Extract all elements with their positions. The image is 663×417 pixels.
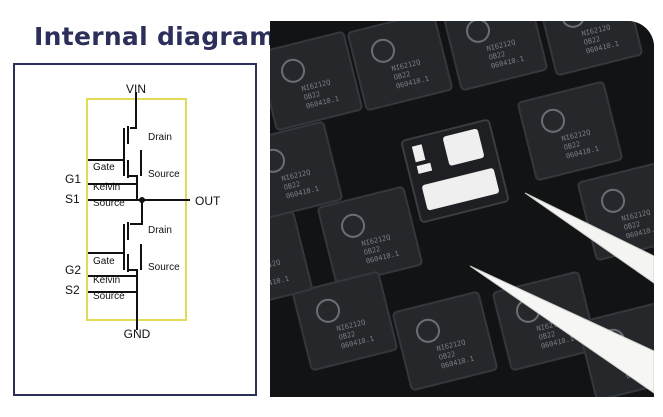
pin-g2-label: G2: [65, 263, 81, 277]
logo-icon: [541, 108, 566, 133]
chip-marking-text: OB22: [563, 140, 581, 152]
chip-marking-text: OB22: [363, 245, 381, 257]
chip-marking-text: OB22: [488, 50, 506, 62]
chip-grid: NI6212QOB22060410.1NI6212QOB22060410.1NI…: [270, 21, 654, 397]
logo-icon: [561, 21, 586, 28]
out-node: [139, 197, 145, 203]
chip-marking-text: OB22: [583, 35, 601, 47]
exposed-pad-package: [401, 119, 509, 223]
upper-source-label: Source: [93, 198, 125, 209]
lower-gate-label: Gate: [93, 256, 115, 267]
logo-icon: [601, 188, 626, 213]
chip-marking-text: OB22: [623, 220, 641, 232]
logo-icon: [371, 38, 396, 63]
wiring: [88, 92, 190, 330]
chip-marking-text: NI6212Q: [270, 258, 281, 273]
pin-g1-label: G1: [65, 172, 81, 186]
logo-icon: [316, 298, 341, 323]
chip-tray-illustration: NI6212QOB22060410.1NI6212QOB22060410.1NI…: [270, 21, 654, 397]
logo-icon: [466, 21, 491, 43]
upper-gate-label: Gate: [93, 162, 115, 173]
out-label: OUT: [195, 194, 221, 208]
tweezer-upper: [524, 192, 654, 284]
chip-marking-text: OB22: [393, 70, 411, 82]
pin-s1-label: S1: [65, 192, 80, 206]
chip-marking-text: OB22: [270, 270, 271, 282]
tweezer-lower: [469, 265, 654, 394]
gnd-label: GND: [124, 327, 151, 341]
chip-marking-text: OB22: [438, 350, 456, 362]
chip-marking-text: OB22: [538, 330, 556, 342]
diagram-title: Internal diagram: [34, 22, 276, 51]
chip-marking-text: OB22: [303, 90, 321, 102]
lower-kelvin-label: Kelvin: [93, 275, 120, 286]
upper-source-right-label: Source: [148, 169, 180, 180]
lower-source-label: Source: [93, 291, 125, 302]
logo-icon: [341, 213, 366, 238]
chip-marking-text: OB22: [283, 180, 301, 192]
vin-label: VIN: [126, 82, 146, 96]
chip-marking-text: OB22: [338, 330, 356, 342]
logo-icon: [416, 318, 441, 343]
upper-drain-label: Drain: [148, 132, 172, 143]
lower-drain-label: Drain: [148, 225, 172, 236]
logo-icon: [270, 148, 286, 173]
upper-kelvin-label: Kelvin: [93, 182, 120, 193]
internal-schematic: VIN GND OUT Drain Source Gate Kelvin Sou…: [65, 82, 221, 341]
lower-source-right-label: Source: [148, 262, 180, 273]
pin-s2-label: S2: [65, 283, 80, 297]
diagram-frame: [13, 63, 257, 396]
logo-icon: [281, 58, 306, 83]
